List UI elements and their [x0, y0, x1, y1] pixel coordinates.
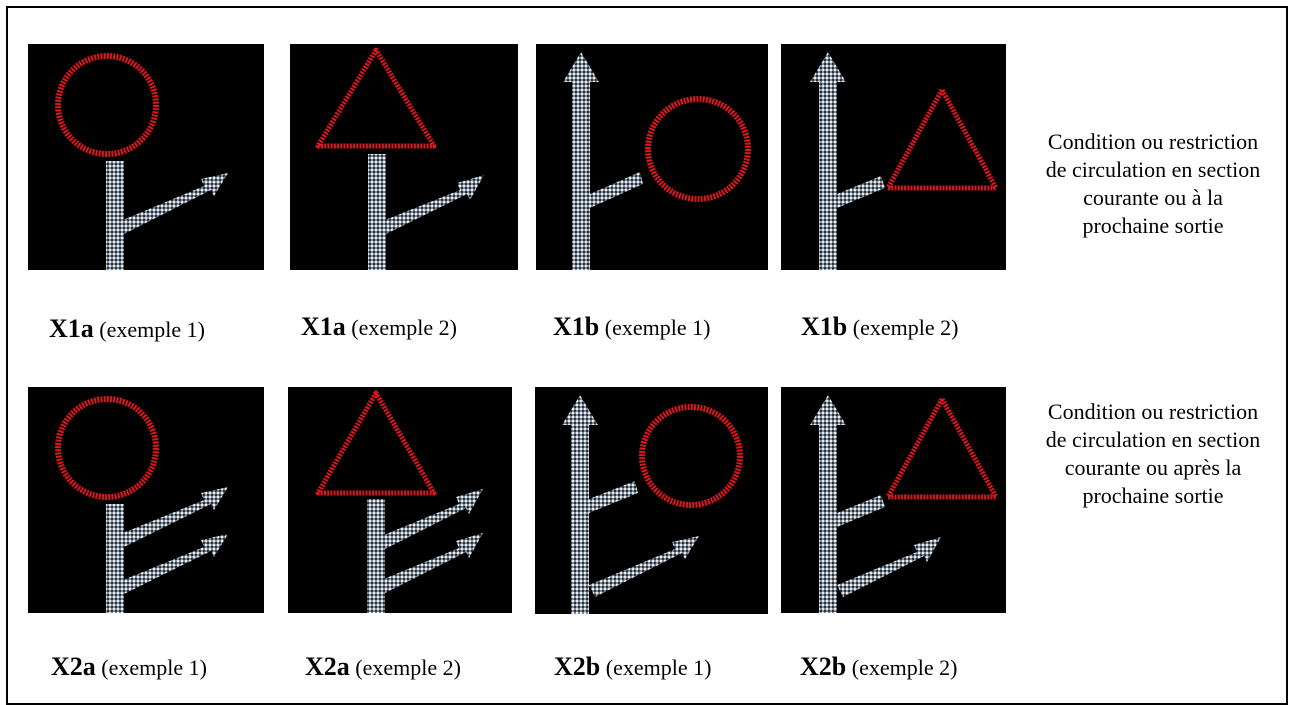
description-line: courante ou après la: [1064, 455, 1242, 480]
sign-x2a-example-1: [28, 387, 264, 613]
caption-sign-2-1: X2a (exemple 1): [51, 654, 207, 680]
exit-arrow-icon: [118, 173, 228, 234]
sign-x2b-example-2: [781, 387, 1006, 613]
sign-code: X2b: [554, 652, 601, 681]
caption-sign-1-1: X1a (exemple 1): [49, 316, 205, 342]
exit-arrow-icon: [837, 176, 885, 208]
sign-x1b-example-1: [536, 44, 768, 270]
straight-arrow-icon: [810, 52, 846, 270]
caption-sign-2-2: X2a (exemple 2): [305, 654, 461, 680]
sign-note: (exemple 2): [846, 655, 958, 680]
restriction-circle-icon: [55, 396, 159, 500]
sign-code: X1b: [553, 312, 600, 341]
exit-arrow-icon: [589, 536, 699, 597]
road-stem: [106, 161, 124, 270]
exit-arrow-icon: [379, 533, 483, 593]
exit-arrow-icon: [118, 534, 228, 594]
sign-x2b-example-1: [535, 387, 768, 614]
restriction-triangle-icon: [315, 47, 437, 149]
road-stem: [368, 154, 386, 270]
sign-note: (exemple 2): [847, 315, 959, 340]
sign-note: (exemple 1): [599, 315, 711, 340]
straight-arrow-icon: [562, 395, 598, 614]
sign-code: X1a: [301, 312, 346, 341]
description-line: prochaine sortie: [1082, 483, 1224, 508]
exit-arrow-icon: [837, 495, 885, 527]
restriction-circle-icon: [645, 96, 751, 202]
sign-note: (exemple 2): [349, 655, 461, 680]
sign-note: (exemple 1): [95, 655, 207, 680]
sign-x2a-example-2: [288, 387, 512, 613]
description-line: de circulation en section: [1045, 427, 1261, 452]
sign-x1a-example-2: [290, 44, 518, 270]
sign-code: X1a: [49, 314, 94, 343]
restriction-triangle-icon: [315, 390, 437, 496]
exit-arrow-icon: [590, 172, 643, 208]
row-2-description: Condition ou restriction de circulation …: [1013, 398, 1293, 510]
caption-sign-1-3: X1b (exemple 1): [553, 314, 710, 340]
restriction-circle-icon: [639, 404, 743, 508]
restriction-triangle-icon: [885, 396, 999, 500]
sign-code: X2a: [305, 652, 350, 681]
sign-note: (exemple 1): [93, 317, 205, 342]
sign-note: (exemple 1): [600, 655, 712, 680]
sign-code: X1b: [801, 312, 848, 341]
row-1-description: Condition ou restriction de circulation …: [1013, 128, 1293, 240]
straight-arrow-icon: [810, 395, 846, 613]
description-line: Condition ou restriction: [1047, 129, 1259, 154]
description-line: prochaine sortie: [1082, 213, 1224, 238]
sign-note: (exemple 2): [345, 315, 457, 340]
caption-sign-2-4: X2b (exemple 2): [800, 654, 957, 680]
restriction-circle-icon: [55, 53, 159, 157]
exit-arrow-icon: [589, 481, 638, 513]
straight-arrow-icon: [563, 52, 599, 270]
caption-sign-1-4: X1b (exemple 2): [801, 314, 958, 340]
description-line: Condition ou restriction: [1047, 399, 1259, 424]
road-stem: [367, 499, 385, 613]
exit-arrow-icon: [380, 175, 484, 234]
sign-x1a-example-1: [28, 44, 264, 270]
caption-sign-2-3: X2b (exemple 1): [554, 654, 711, 680]
road-stem: [106, 504, 124, 613]
sign-code: X2b: [800, 652, 847, 681]
sign-code: X2a: [51, 652, 96, 681]
exit-arrow-icon: [118, 487, 228, 547]
restriction-triangle-icon: [885, 87, 999, 191]
exit-arrow-icon: [837, 537, 941, 597]
sign-x1b-example-2: [781, 44, 1006, 270]
description-line: courante ou à la: [1083, 185, 1223, 210]
exit-arrow-icon: [379, 489, 483, 549]
caption-sign-1-2: X1a (exemple 2): [301, 314, 457, 340]
description-line: de circulation en section: [1045, 157, 1261, 182]
